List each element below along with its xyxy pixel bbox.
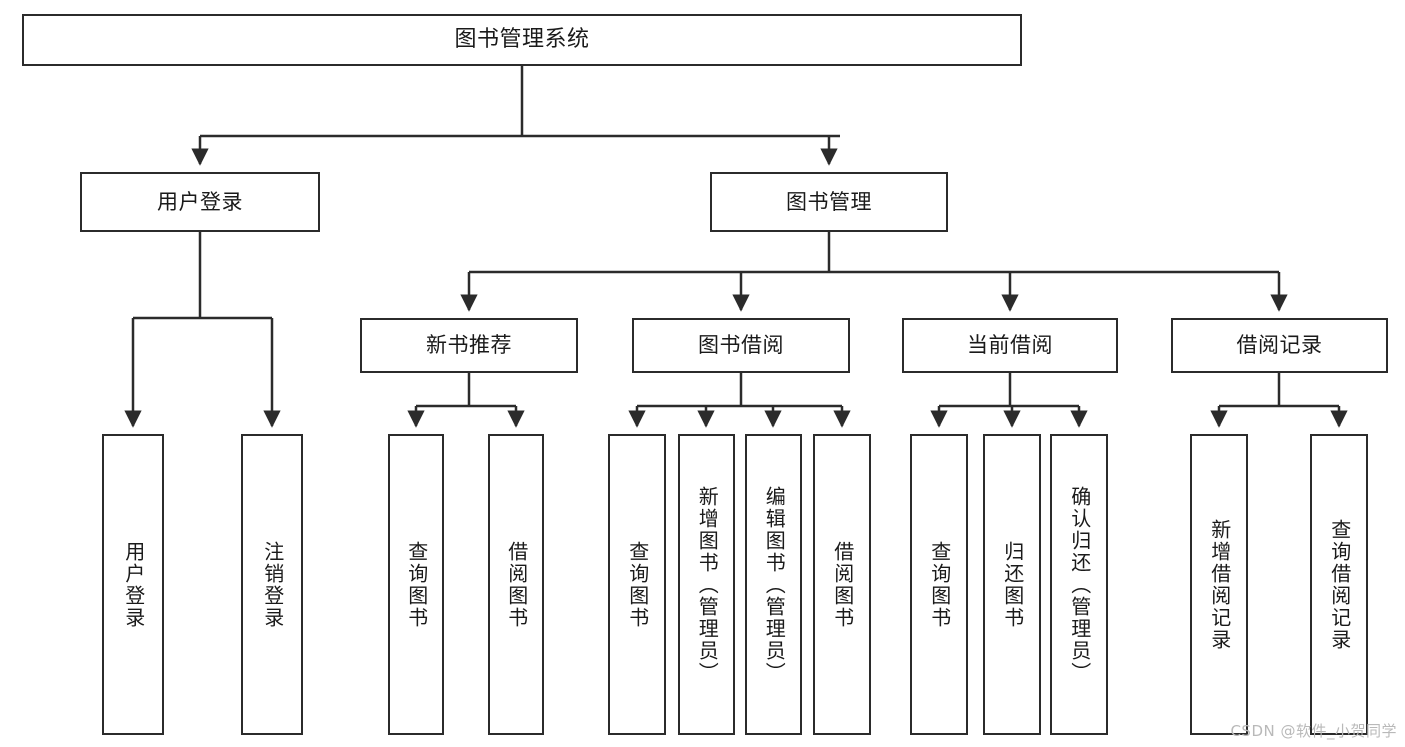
node-user-login[interactable]: 用户登录 [80, 172, 320, 232]
node-leaf-add-book[interactable]: 新增图书（管理员） [678, 434, 735, 735]
node-leaf-query-borrow-record-label: 查询借阅记录 [1327, 518, 1352, 651]
node-leaf-confirm-return[interactable]: 确认归还（管理员） [1050, 434, 1108, 735]
node-leaf-query-borrow-record[interactable]: 查询借阅记录 [1310, 434, 1368, 735]
node-book-borrow[interactable]: 图书借阅 [632, 318, 850, 373]
node-user-login-label: 用户登录 [157, 189, 243, 214]
node-leaf-add-borrow-record-label: 新增借阅记录 [1207, 518, 1232, 651]
watermark-text: CSDN @软件_小贺同学 [1230, 722, 1397, 740]
node-leaf-query-book-2-label: 查询图书 [625, 540, 650, 629]
node-leaf-return-book-label: 归还图书 [1000, 540, 1025, 629]
node-leaf-query-book-1[interactable]: 查询图书 [388, 434, 444, 735]
node-leaf-query-book-1-label: 查询图书 [404, 540, 429, 629]
node-leaf-query-book-3-label: 查询图书 [927, 540, 952, 629]
node-leaf-borrow-book-2[interactable]: 借阅图书 [813, 434, 871, 735]
node-leaf-logout[interactable]: 注销登录 [241, 434, 303, 735]
node-new-book-recommend-label: 新书推荐 [426, 333, 512, 357]
node-borrow-record-label: 借阅记录 [1236, 333, 1323, 357]
node-leaf-add-book-label: 新增图书（管理员） [695, 485, 720, 684]
node-current-borrow[interactable]: 当前借阅 [902, 318, 1118, 373]
node-book-management-label: 图书管理 [786, 189, 872, 214]
node-borrow-record[interactable]: 借阅记录 [1171, 318, 1388, 373]
node-leaf-borrow-book-2-label: 借阅图书 [830, 540, 855, 629]
node-leaf-user-login[interactable]: 用户登录 [102, 434, 164, 735]
node-leaf-user-login-label: 用户登录 [121, 540, 146, 629]
node-leaf-borrow-book-1-label: 借阅图书 [504, 540, 529, 629]
node-root[interactable]: 图书管理系统 [22, 14, 1022, 66]
node-book-management[interactable]: 图书管理 [710, 172, 948, 232]
node-current-borrow-label: 当前借阅 [967, 333, 1053, 357]
node-book-borrow-label: 图书借阅 [698, 333, 784, 357]
node-leaf-return-book[interactable]: 归还图书 [983, 434, 1041, 735]
node-root-label: 图书管理系统 [454, 27, 590, 52]
node-leaf-confirm-return-label: 确认归还（管理员） [1067, 485, 1092, 684]
node-leaf-edit-book-label: 编辑图书（管理员） [762, 485, 787, 684]
node-leaf-logout-label: 注销登录 [260, 540, 285, 629]
node-leaf-borrow-book-1[interactable]: 借阅图书 [488, 434, 544, 735]
node-leaf-query-book-3[interactable]: 查询图书 [910, 434, 968, 735]
node-leaf-query-book-2[interactable]: 查询图书 [608, 434, 666, 735]
node-new-book-recommend[interactable]: 新书推荐 [360, 318, 578, 373]
node-leaf-add-borrow-record[interactable]: 新增借阅记录 [1190, 434, 1248, 735]
node-leaf-edit-book[interactable]: 编辑图书（管理员） [745, 434, 802, 735]
